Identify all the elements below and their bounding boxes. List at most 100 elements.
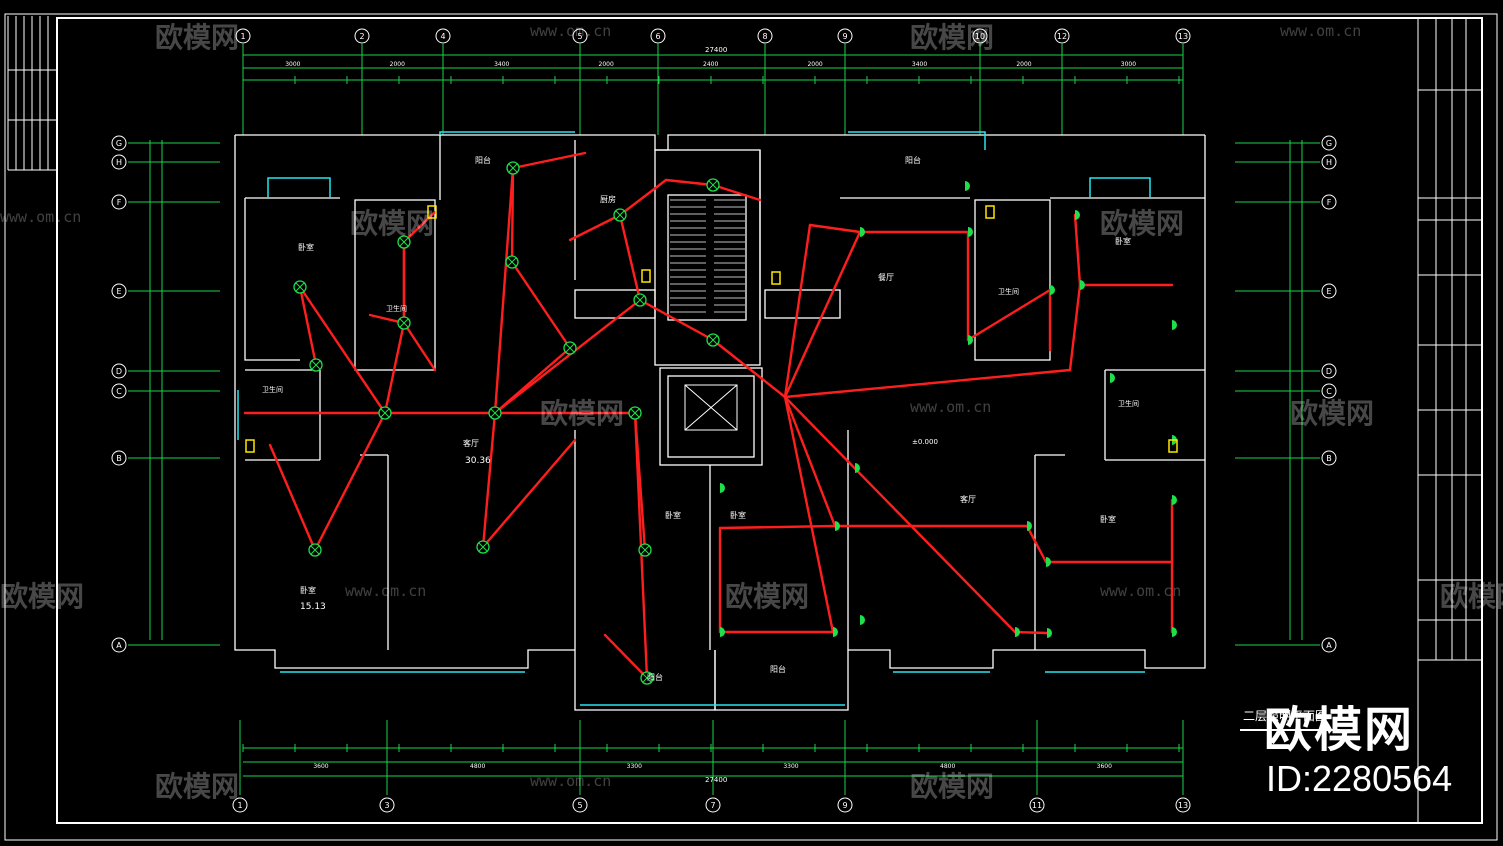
dimension-text: 2000 (390, 61, 405, 68)
axis-bubble (757, 28, 773, 44)
wall-lamp-icon (968, 227, 973, 237)
watermark-tile: 欧模网 (1290, 397, 1375, 430)
dimension-text: 3300 (783, 763, 798, 770)
axis-bubble (111, 194, 127, 210)
axis-label: A (116, 641, 122, 650)
wire-segment (511, 151, 587, 170)
axis-label: 10 (975, 32, 985, 41)
windows (237, 131, 1151, 706)
ceiling-lamp-icon (630, 408, 640, 418)
dimension-text: 3600 (313, 763, 328, 770)
ceiling-lamp-icon (399, 318, 409, 328)
room-label-living-e: 客厅 (960, 494, 976, 504)
axis-label: 12 (1057, 32, 1067, 41)
wire-segment (493, 298, 642, 415)
ceiling-lamp-icon (640, 545, 650, 555)
axis-bubble (837, 797, 853, 813)
overall-width-label-bottom: 27400 (705, 776, 727, 784)
ceiling-lamp-icon (295, 282, 305, 292)
ceiling-lamp-icon (507, 257, 517, 267)
axis-bubble (111, 135, 127, 151)
wire-segment (618, 213, 642, 302)
dimension-text: 2000 (599, 61, 614, 68)
axis-label: 13 (1178, 32, 1188, 41)
axis-label: G (1326, 139, 1332, 148)
stair-treads (670, 199, 745, 313)
wire-segment (481, 411, 497, 549)
axis-bubble (705, 797, 721, 813)
axis-bubble (572, 28, 588, 44)
dimension-text: 3400 (494, 61, 509, 68)
switch-icon (1168, 439, 1178, 453)
wire-segment (664, 178, 715, 187)
room-label-bedroom-e: 卧室 (1100, 514, 1116, 524)
switch-icon (245, 439, 255, 453)
watermark-tile: 欧模网 (540, 397, 625, 430)
wire-segment (638, 298, 715, 342)
ceiling-lamp-icon (708, 335, 718, 345)
axis-label: 8 (762, 32, 767, 41)
room-label-balcony-s2: 阳台 (647, 672, 663, 682)
axis-label: E (116, 287, 121, 296)
axis-bubble (435, 28, 451, 44)
room-label-kitchen: 厨房 (600, 194, 616, 204)
wire-segment (808, 223, 862, 234)
wire-segment (783, 395, 1017, 634)
axis-bubble (232, 797, 248, 813)
wire-segment (493, 166, 515, 415)
elevator-symbol (684, 384, 738, 431)
ceiling-lamp-icon (310, 545, 320, 555)
axis-label: F (117, 198, 122, 207)
axis-bubble (111, 383, 127, 399)
room-label-living-area: 30.36 (465, 456, 491, 466)
axis-label: G (116, 139, 122, 148)
ceiling-lamp-icon (642, 673, 652, 683)
room-label-balcony-n: 阳台 (475, 155, 491, 165)
walls (234, 134, 1206, 711)
lighting-wires (243, 151, 1174, 680)
wall-lamp-icon (1015, 627, 1020, 637)
room-label-balcony-ne: 阳台 (905, 155, 921, 165)
axis-bubble (1321, 383, 1337, 399)
wall-lamp-icon (1050, 285, 1055, 295)
wire-segment (718, 524, 837, 530)
room-label-bath-w: 卫生间 (386, 304, 407, 313)
axis-label: 9 (842, 32, 847, 41)
wire-segment (1025, 524, 1048, 564)
axis-bubble (837, 28, 853, 44)
brand-watermark: 欧模网 (1264, 702, 1415, 758)
axis-label: E (1326, 287, 1331, 296)
wall-lamp-icon (965, 181, 970, 191)
watermark-tile: 欧模网 (1100, 207, 1185, 240)
elevation-mark: ±0.000 (912, 438, 938, 446)
dimension-text: 2400 (703, 61, 718, 68)
wire-segment (783, 395, 835, 634)
title-block (1417, 18, 1482, 823)
wall-lamp-icon (968, 335, 973, 345)
wall-lamp-icon (860, 615, 865, 625)
axis-label: 11 (1032, 801, 1042, 810)
axis-bubble (111, 154, 127, 170)
wire-segment (481, 438, 577, 549)
wire-segment (603, 633, 649, 680)
axis-bubble (1321, 154, 1337, 170)
axis-bubble (235, 28, 251, 44)
switch-icon (985, 205, 995, 219)
axis-label: 9 (842, 801, 847, 810)
wire-segment (510, 166, 515, 264)
axis-bubble (972, 28, 988, 44)
ceiling-lamp-icon (490, 408, 500, 418)
binding-strip (7, 16, 57, 171)
image-id: ID:2280564 (1266, 758, 1453, 799)
axis-label: 1 (237, 801, 242, 810)
watermark-url: www.om.cn (1280, 22, 1362, 40)
wire-segment (618, 178, 668, 217)
wall-lamp-icon (720, 483, 725, 493)
axis-bubble (1321, 194, 1337, 210)
ceiling-lamp-icon (565, 343, 575, 353)
axis-bubble (354, 28, 370, 44)
wire-segment (711, 338, 787, 399)
dimension-text: 3600 (1097, 763, 1112, 770)
ceiling-lamp-icon (708, 180, 718, 190)
axis-bubble (111, 283, 127, 299)
